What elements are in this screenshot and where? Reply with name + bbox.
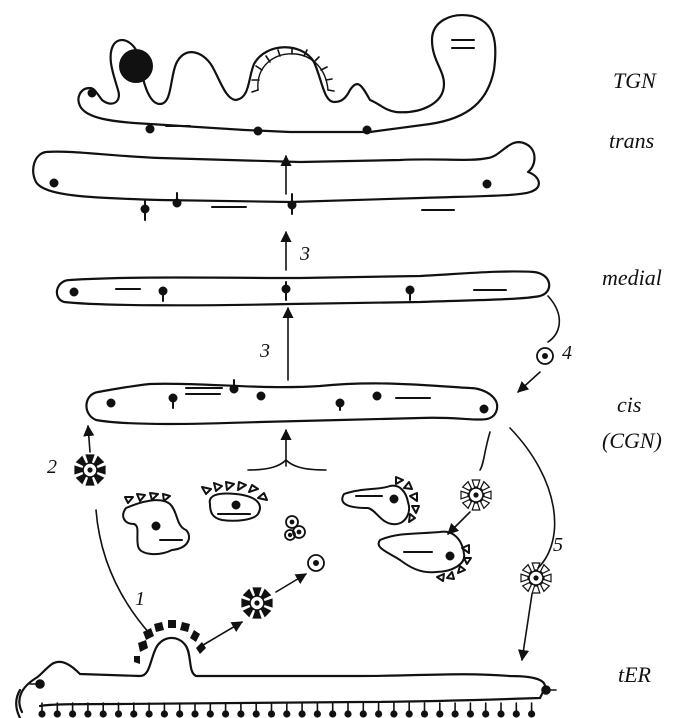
vtc-right-upper [342, 477, 419, 524]
ribosome [360, 703, 367, 718]
vesicle-cluster [285, 516, 305, 540]
label-tgn: TGN [613, 68, 656, 94]
copii-vesicle-budding [242, 588, 272, 618]
arrow-ter-to-vesicle [198, 622, 242, 648]
trans-cargo [51, 180, 491, 221]
ribosome [283, 703, 290, 718]
ribosome [390, 703, 397, 718]
ter-ribosomes [30, 680, 556, 694]
ter-ribosome-row [38, 703, 535, 718]
step-2-label: 2 [47, 456, 57, 479]
cis-cisterna [86, 383, 497, 424]
ter-membrane [16, 638, 545, 718]
arrow-vesicle-to-free [276, 574, 306, 592]
ribosome [436, 703, 443, 718]
copi-vesicle-cis [461, 480, 491, 510]
arrow-5 [522, 594, 532, 660]
ribosome [329, 703, 336, 718]
ribosome [467, 703, 474, 718]
ribosome [146, 703, 153, 718]
medial-cargo [71, 282, 507, 301]
ribosome [482, 703, 489, 718]
ribosome [161, 703, 168, 718]
arrow-path-4 [548, 296, 559, 342]
step-3-lower-label: 3 [260, 340, 270, 363]
step-5-label: 5 [553, 534, 563, 557]
ribosome [452, 703, 459, 718]
vtc-left-cargo [153, 523, 183, 541]
vtc-right-upper-cargo [356, 496, 398, 503]
label-trans: trans [609, 128, 654, 154]
vtc-center-left-cargo [218, 502, 250, 515]
tgn-secretory-granule [119, 49, 153, 83]
arrow-2 [88, 426, 90, 452]
vtc-right-lower-cargo [404, 552, 454, 560]
ribosome [191, 703, 198, 718]
arrow-copi-to-vtc [448, 512, 470, 534]
coated-vesicles [75, 348, 553, 618]
ribosome [421, 703, 428, 718]
ribosome [115, 703, 122, 718]
ribosome [222, 703, 229, 718]
ribosome [406, 703, 413, 718]
ribosome [253, 703, 260, 718]
free-vesicle [308, 555, 324, 571]
ribosome [513, 703, 520, 718]
copii-vesicle-step-2 [75, 455, 105, 485]
cis-to-copi-path [480, 432, 490, 470]
transport-arrows [88, 156, 559, 660]
step-3-upper-label: 3 [300, 243, 310, 266]
ribosome [299, 703, 306, 718]
retrograde-vesicle-step-4 [537, 348, 553, 364]
vtc-brace [248, 460, 326, 470]
ribosome [528, 703, 535, 718]
label-medial: medial [602, 265, 662, 291]
arrow-path-1 [96, 510, 150, 634]
vtc-right-lower [379, 532, 471, 581]
ribosome [207, 703, 214, 718]
step-4-label: 4 [562, 342, 572, 365]
arrow-path-5a [510, 428, 555, 568]
ter-copii-coat [134, 620, 206, 664]
label-cgn: (CGN) [602, 428, 662, 454]
ribosome [100, 703, 107, 718]
ribosome [268, 703, 275, 718]
ribosome [176, 703, 183, 718]
copi-vesicle-step-5 [521, 563, 551, 593]
ribosome [375, 703, 382, 718]
label-cis: cis [617, 392, 641, 418]
ribosome [344, 703, 351, 718]
ribosome [237, 703, 244, 718]
step-1-label: 1 [135, 588, 145, 611]
arrow-4 [518, 372, 540, 392]
label-ter: tER [618, 662, 651, 688]
ribosome [130, 703, 137, 718]
ribosome [497, 703, 504, 718]
ribosome [314, 703, 321, 718]
